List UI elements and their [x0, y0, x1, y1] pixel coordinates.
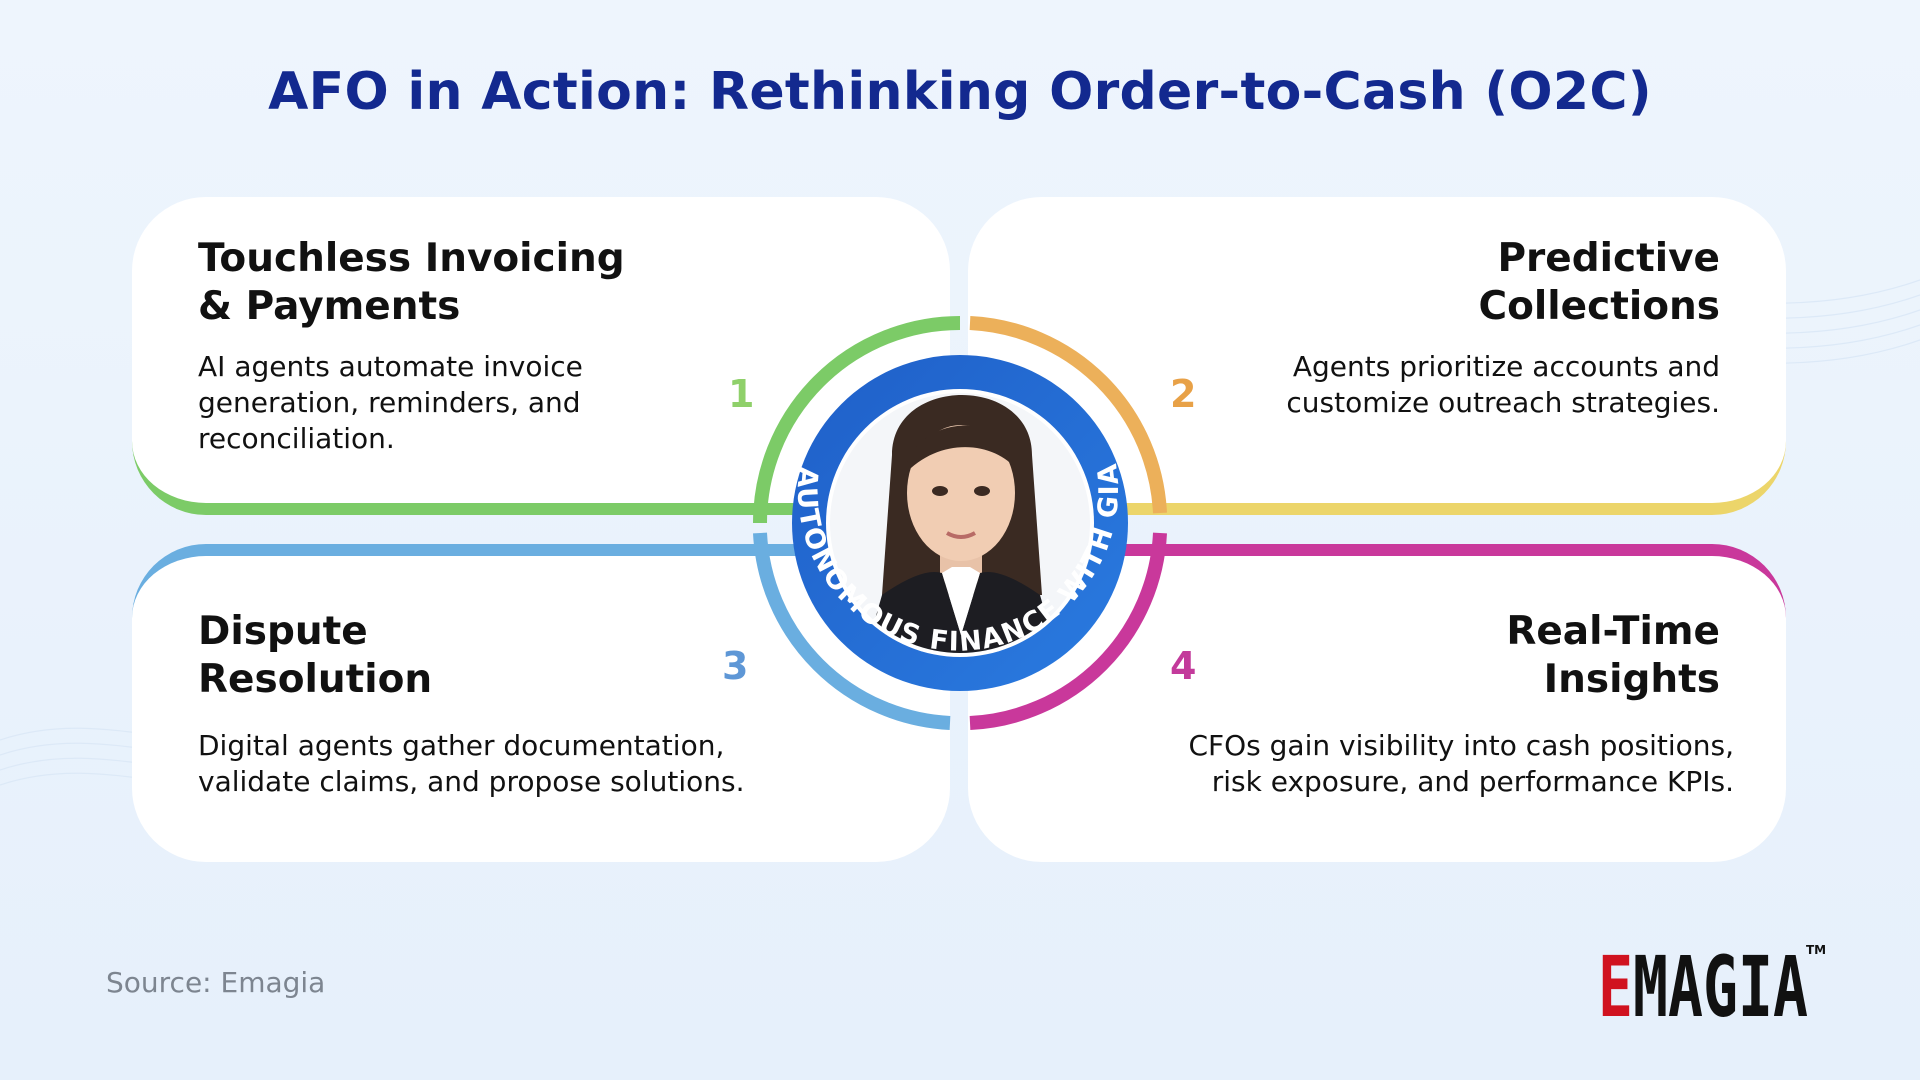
card-desc-line: customize outreach strategies.	[1286, 386, 1720, 419]
emagia-logo: EMAGIA TM	[1598, 938, 1826, 1030]
step-number: 4	[1170, 644, 1197, 688]
step-number: 3	[722, 644, 749, 688]
card-desc-line: generation, reminders, and	[198, 386, 581, 419]
card-description: CFOs gain visibility into cash positions…	[1114, 728, 1734, 800]
card-desc-line: Digital agents gather documentation,	[198, 729, 725, 762]
card-title-line: Real-Time	[1506, 609, 1720, 654]
card-title: Predictive Collections	[1260, 235, 1720, 331]
card-description: AI agents automate invoice generation, r…	[198, 349, 638, 457]
card-title-line: Insights	[1543, 657, 1720, 702]
card-desc-line: validate claims, and propose solutions.	[198, 765, 745, 798]
card-desc-line: Agents prioritize accounts and	[1292, 350, 1720, 383]
card-title-line: Resolution	[198, 657, 433, 702]
logo-tm: TM	[1806, 943, 1826, 957]
page-title: AFO in Action: Rethinking Order-to-Cash …	[268, 62, 1652, 122]
arc-green	[753, 316, 961, 524]
card-title-line: & Payments	[198, 284, 461, 329]
center-badge: AUTONOMOUS FINANCE WITH GIA	[753, 316, 1167, 730]
card-description: Agents prioritize accounts and customize…	[1200, 349, 1720, 421]
virtual-assistant-avatar-icon	[830, 393, 1090, 653]
source-caption: Source: Emagia	[106, 966, 326, 999]
arc-blue	[753, 532, 951, 730]
card-desc-line: AI agents automate invoice	[198, 350, 583, 383]
card-desc-line: CFOs gain visibility into cash positions…	[1188, 729, 1734, 762]
card-title: Touchless Invoicing & Payments	[198, 235, 658, 331]
card-description: Digital agents gather documentation, val…	[198, 728, 818, 800]
card-title-line: Collections	[1478, 284, 1720, 329]
step-number: 1	[728, 372, 755, 416]
card-desc-line: risk exposure, and performance KPIs.	[1211, 765, 1734, 798]
logo-text: EMAGIA	[1598, 938, 1808, 1030]
card-title-line: Dispute	[198, 609, 368, 654]
card-title: Real-Time Insights	[1420, 608, 1720, 704]
card-real-time-insights: Real-Time Insights CFOs gain visibility …	[968, 544, 1786, 862]
arc-orange	[969, 316, 1167, 514]
card-title: Dispute Resolution	[198, 608, 498, 704]
card-title-line: Touchless Invoicing	[198, 236, 625, 281]
card-title-line: Predictive	[1497, 236, 1720, 281]
step-number: 2	[1170, 372, 1197, 416]
card-desc-line: reconciliation.	[198, 422, 395, 455]
arc-magenta	[969, 532, 1167, 730]
